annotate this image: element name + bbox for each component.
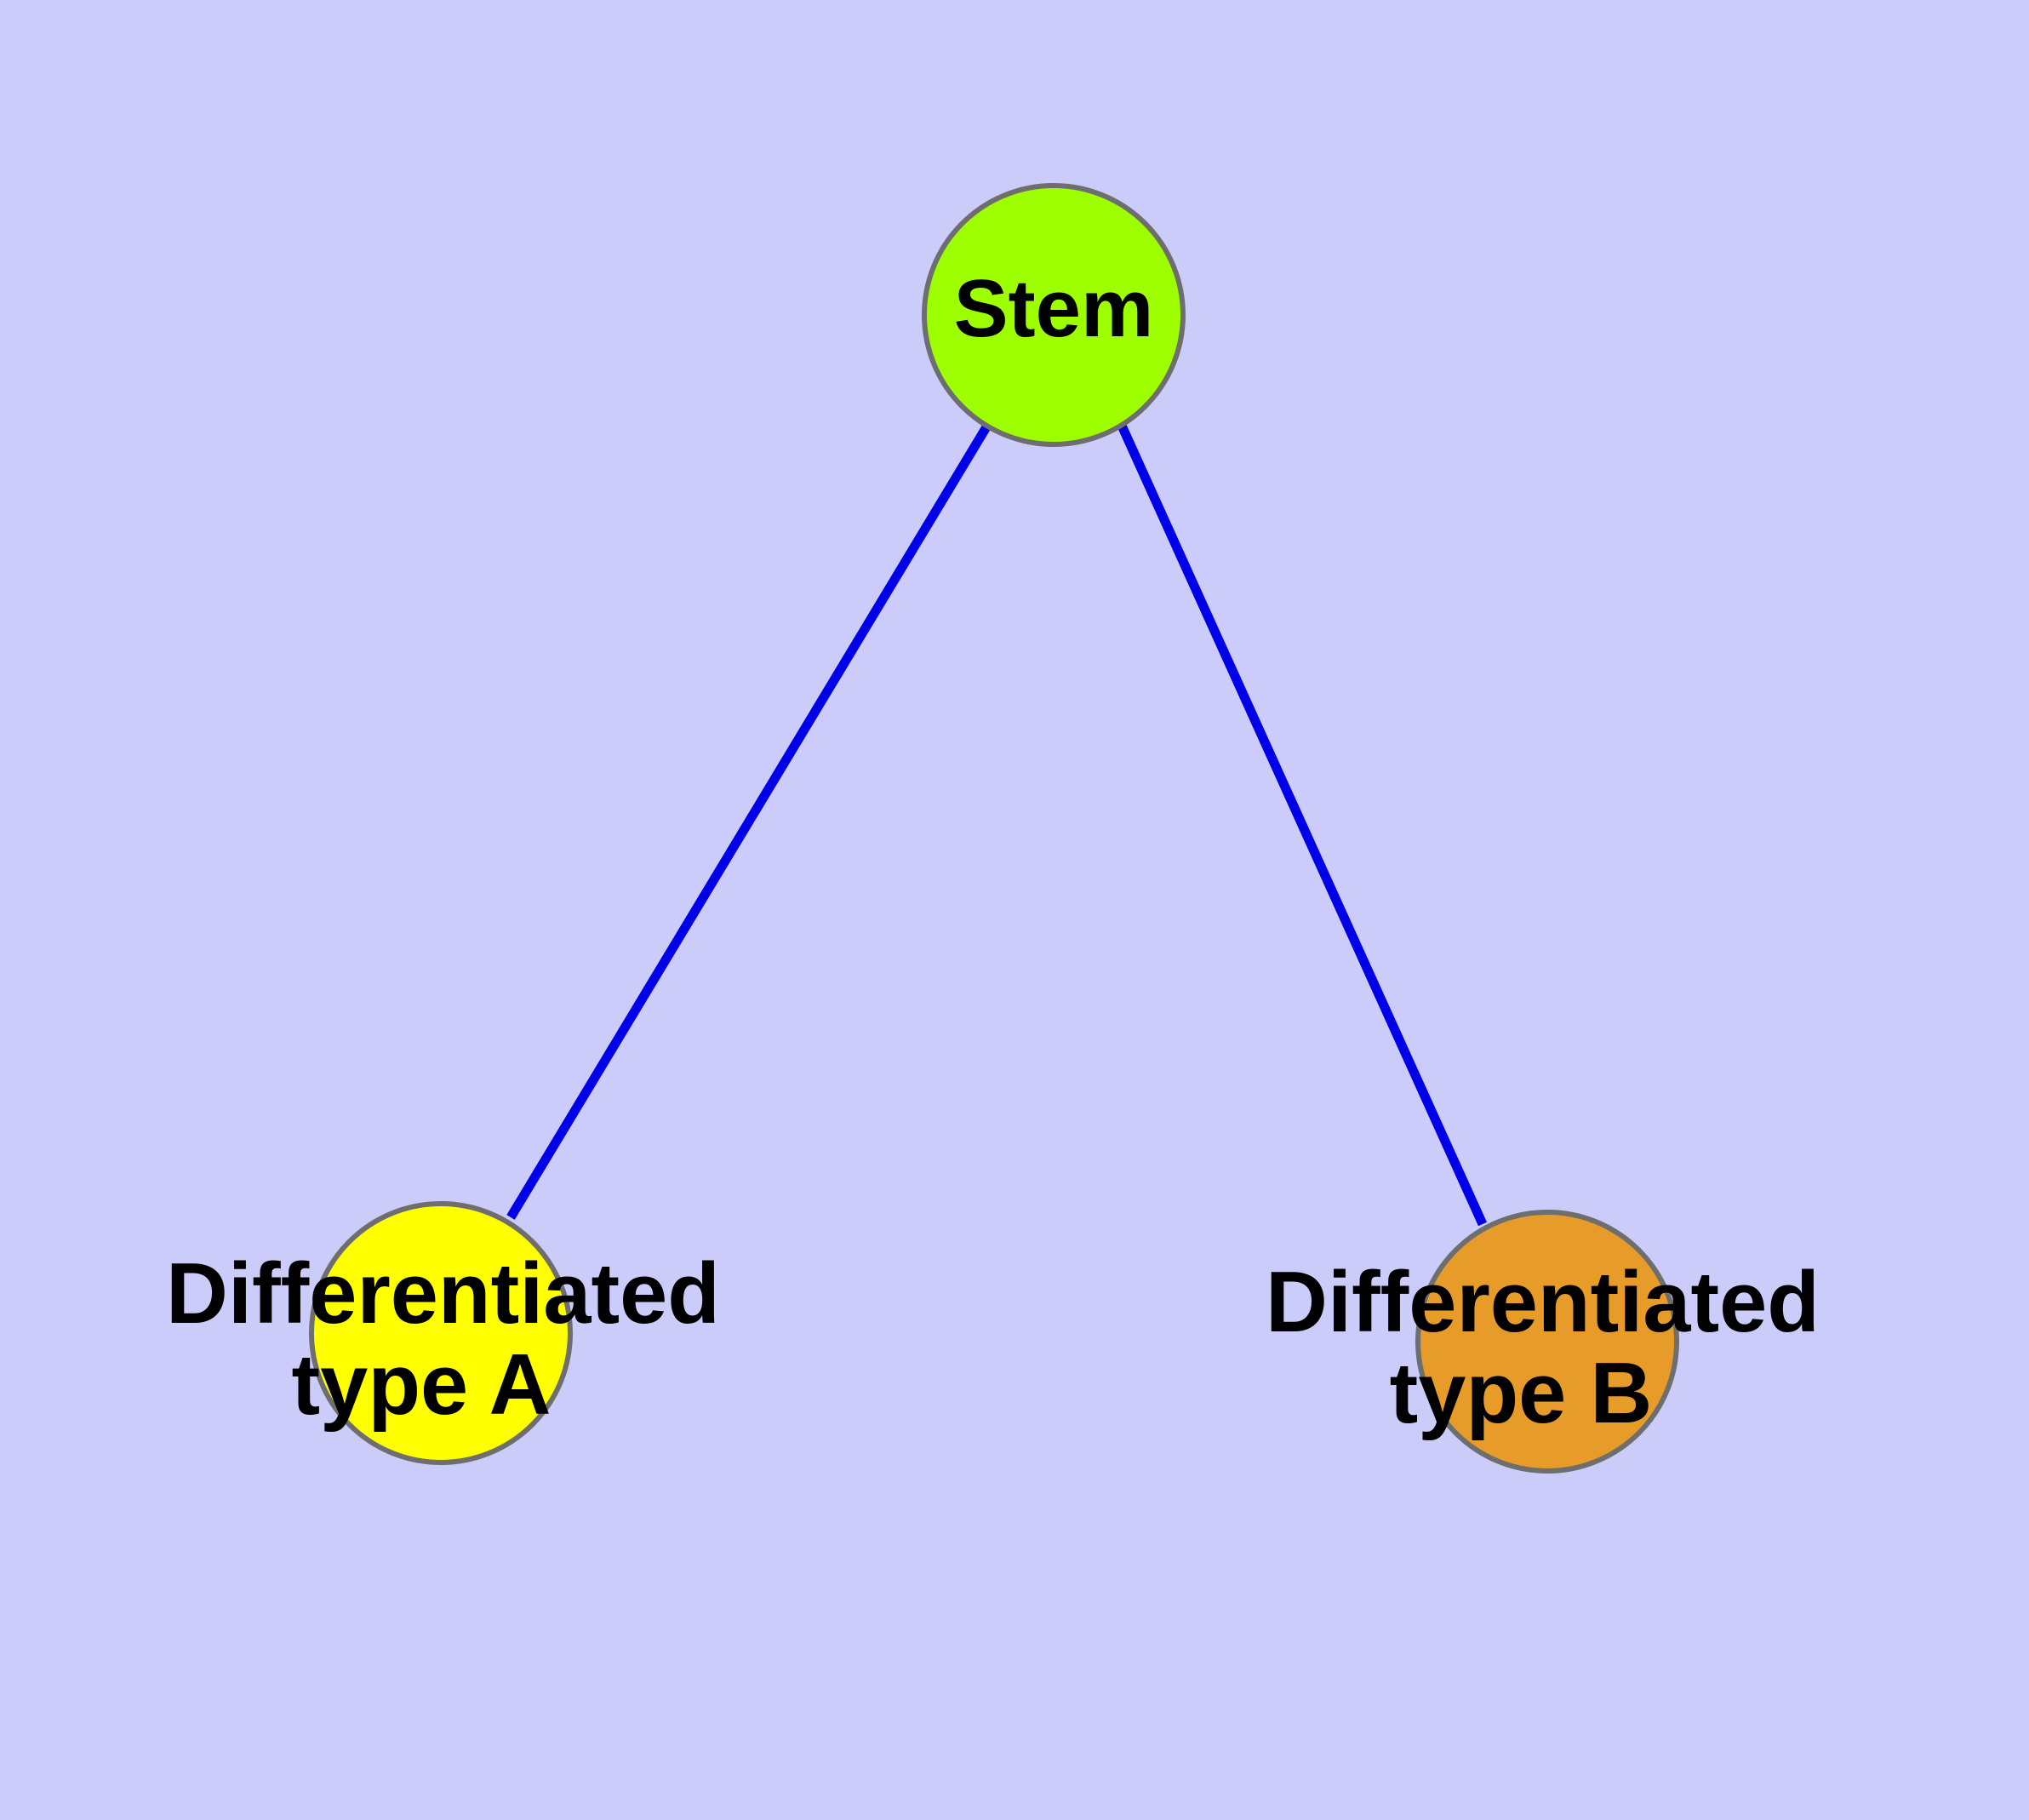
node-stem[interactable] <box>922 183 1186 447</box>
edge-stem-to-differentiated-type-b[interactable] <box>1117 423 1488 1227</box>
nodes-group <box>309 183 1679 1474</box>
node-differentiated-type-a[interactable] <box>309 1201 573 1465</box>
node-differentiated-type-b[interactable] <box>1415 1210 1679 1474</box>
edge-stem-to-differentiated-type-a[interactable] <box>506 423 992 1220</box>
edges-group <box>506 423 1488 1227</box>
